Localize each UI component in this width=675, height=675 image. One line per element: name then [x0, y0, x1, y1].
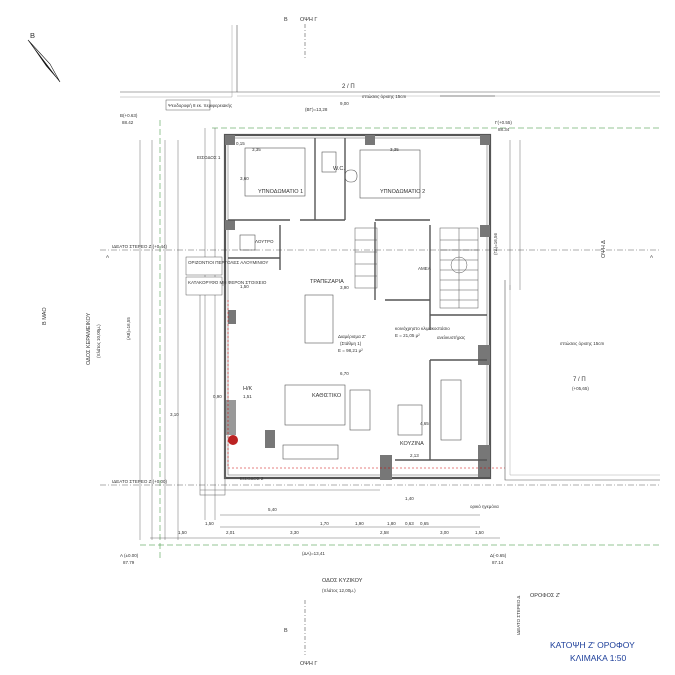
dim-b1: 1,50: [178, 530, 187, 535]
top-axis-view: ΟΨΗ Γ: [300, 17, 317, 23]
dim-left-total: (ΑΒ)=16,55: [126, 317, 131, 340]
note-vertical: ΚΑΤΑΚΟΡΥΦΟ ΜΗ ΦΕΡΟΝ ΣΤΟΙΧΕΙΟ: [188, 280, 267, 285]
dim-c3: 1,90: [355, 521, 364, 526]
area2-title: κοινόχρηστο κλιμακοστάσιο: [395, 325, 450, 331]
corner-b-level: Β(+0.63): [120, 113, 138, 118]
dim-r3: 3,90: [340, 285, 349, 290]
note-ideato2: ΙΔΕΑΤΟ ΣΤΕΡΕΟ Ζ (+0.00): [112, 479, 168, 484]
title-block-scale: ΚΛΙΜΑΚΑ 1:50: [570, 653, 627, 663]
dim-right-total: (ΓΔ)=16,56: [493, 233, 498, 255]
top-axis-label: B: [284, 17, 288, 23]
room-stair: ΑΜΕΑ: [418, 266, 431, 271]
area-sub: (Στάθμη 1): [340, 340, 362, 346]
corner-a-value: 87.79: [123, 560, 135, 565]
room-hall: Η/Κ: [243, 386, 253, 392]
room-entrance2: ΕΙΣΟΔΟΣ 2: [240, 476, 264, 481]
dim-b3: 3,30: [290, 530, 299, 535]
dim-top-total: (ΒΓ)=13,28: [305, 107, 328, 112]
neighbour-right-sub: (+05,65): [572, 386, 589, 391]
dim-r10: 3,10: [170, 412, 179, 417]
room-bedroom1: ΥΠΝΟΔΩΜΑΤΙΟ 1: [258, 189, 303, 195]
street-width: (πλάτος 12,00μ.): [322, 587, 356, 593]
staircase: [439, 227, 479, 309]
dim-r11: 1,40: [405, 496, 414, 501]
room-bedroom2: ΥΠΝΟΔΩΜΑΤΙΟ 2: [380, 189, 425, 195]
note-boundary-right: ιπτώσεις όρισης 15cm: [560, 340, 605, 346]
side-view-right: ΟΨΗ Δ: [601, 240, 607, 258]
corner-a-level: Α (±0.00): [120, 553, 139, 558]
corner-b-value: 88.42: [122, 120, 134, 125]
dim-top-900: 9,00: [340, 101, 349, 106]
section-a-right: A: [650, 254, 653, 259]
dim-r2: 3,60: [240, 176, 249, 181]
area-value: Ε = 98,21 μ²: [338, 348, 363, 353]
bottom-axis-label: B: [284, 628, 288, 634]
room-bathroom: ΛΟΥΤΡΟ: [255, 239, 274, 244]
note-railing: ορικό ηγεμόνα: [470, 503, 499, 509]
dim-b2: 2,01: [226, 530, 235, 535]
dim-c2: 1,70: [320, 521, 329, 526]
neighbour-top-label: 2 / Π: [342, 84, 355, 90]
note-boundary-top: ιπτώσεις όρισης 15cm: [362, 93, 407, 99]
room-wc: W.C.: [333, 166, 345, 172]
street-name: ΟΔΟΣ ΚΥΖΙΚΟΥ: [322, 578, 363, 584]
corner-g-level: Γ(+0.55): [495, 120, 512, 125]
dim-r1b: 3,35: [390, 147, 399, 152]
note-ceiling: Ψευδοροφή 8 εκ. περιφερειακής: [168, 102, 233, 108]
dim-c4: 1,80: [387, 521, 396, 526]
note-pergola: ΟΡΙΖΟΝΤΙΟΙ ΠΕΡΓΟΛΕΣ ΑΛΟΥΜΙΝΙΟΥ: [188, 260, 268, 265]
area2-value: Ε = 21,05 μ²: [395, 333, 420, 338]
section-a-left: A: [106, 254, 109, 259]
street-left-width: (πλάτος 10,00μ.): [95, 324, 101, 358]
dim-c6: 0,65: [420, 521, 429, 526]
dim-bottom-total: (ΔΑ)=13,41: [302, 551, 325, 556]
corner-g-value: 88.34: [498, 127, 510, 132]
dim-r5: 4,65: [420, 421, 429, 426]
floor-label: ΟΡΟΦΟΣ Ζ': [530, 593, 560, 599]
area-title: Διαμέρισμα Ζ': [338, 333, 366, 339]
side-view-left: Β ΜΑΟ: [42, 307, 48, 325]
room-entrance1: ΕΙΣΟΔΟΣ 1: [197, 155, 221, 160]
dim-b5: 3,00: [440, 530, 449, 535]
room-living: ΚΑΘΙΣΤΙΚΟ: [312, 393, 342, 399]
room-dining: ΤΡΑΠΕΖΑΡΙΑ: [310, 279, 344, 285]
dim-r1: 3,35: [252, 147, 261, 152]
dim-r9: 1,51: [243, 394, 252, 399]
structural-columns: [225, 135, 490, 480]
dim-r6: 2,13: [410, 453, 419, 458]
neighbour-right-label: 7 / Π: [573, 377, 586, 383]
dim-540: 5,40: [268, 507, 277, 512]
dim-c1: 1,50: [205, 521, 214, 526]
street-left-name: ΟΔΟΣ ΚΕΡΑΜΕΙΚΟΥ: [86, 312, 92, 365]
dim-r8: 0,90: [213, 394, 222, 399]
corner-d-level: Δ(-0.65): [490, 553, 507, 558]
dim-b4: 2,58: [380, 530, 389, 535]
north-arrow-icon: [27, 39, 61, 83]
room-kitchen: ΚΟΥΖΙΝΑ: [400, 441, 424, 447]
corner-d-value: 87.14: [492, 560, 504, 565]
dim-r7: 1,50: [240, 284, 249, 289]
dim-c5: 0,63: [405, 521, 414, 526]
dim-r4: 6,70: [340, 371, 349, 376]
compass-north-label: B: [30, 31, 35, 40]
dim-b6: 1,50: [475, 530, 484, 535]
note-ideato1: ΙΔΕΑΤΟ ΣΤΕΡΕΟ Ζ (+0.44): [112, 244, 168, 249]
title-block-title: ΚΑΤΟΨΗ Ζ' ΟΡΟΦΟΥ: [550, 640, 635, 650]
bottom-axis-view: ΟΨΗ Γ: [300, 661, 317, 667]
dim-r12: 0,15: [236, 141, 245, 146]
note-ideato3: ΙΔΕΑΤΟ ΣΤΕΡΕΟ Δ: [516, 596, 521, 635]
room-lift: ανελκυστήρας: [437, 334, 466, 340]
